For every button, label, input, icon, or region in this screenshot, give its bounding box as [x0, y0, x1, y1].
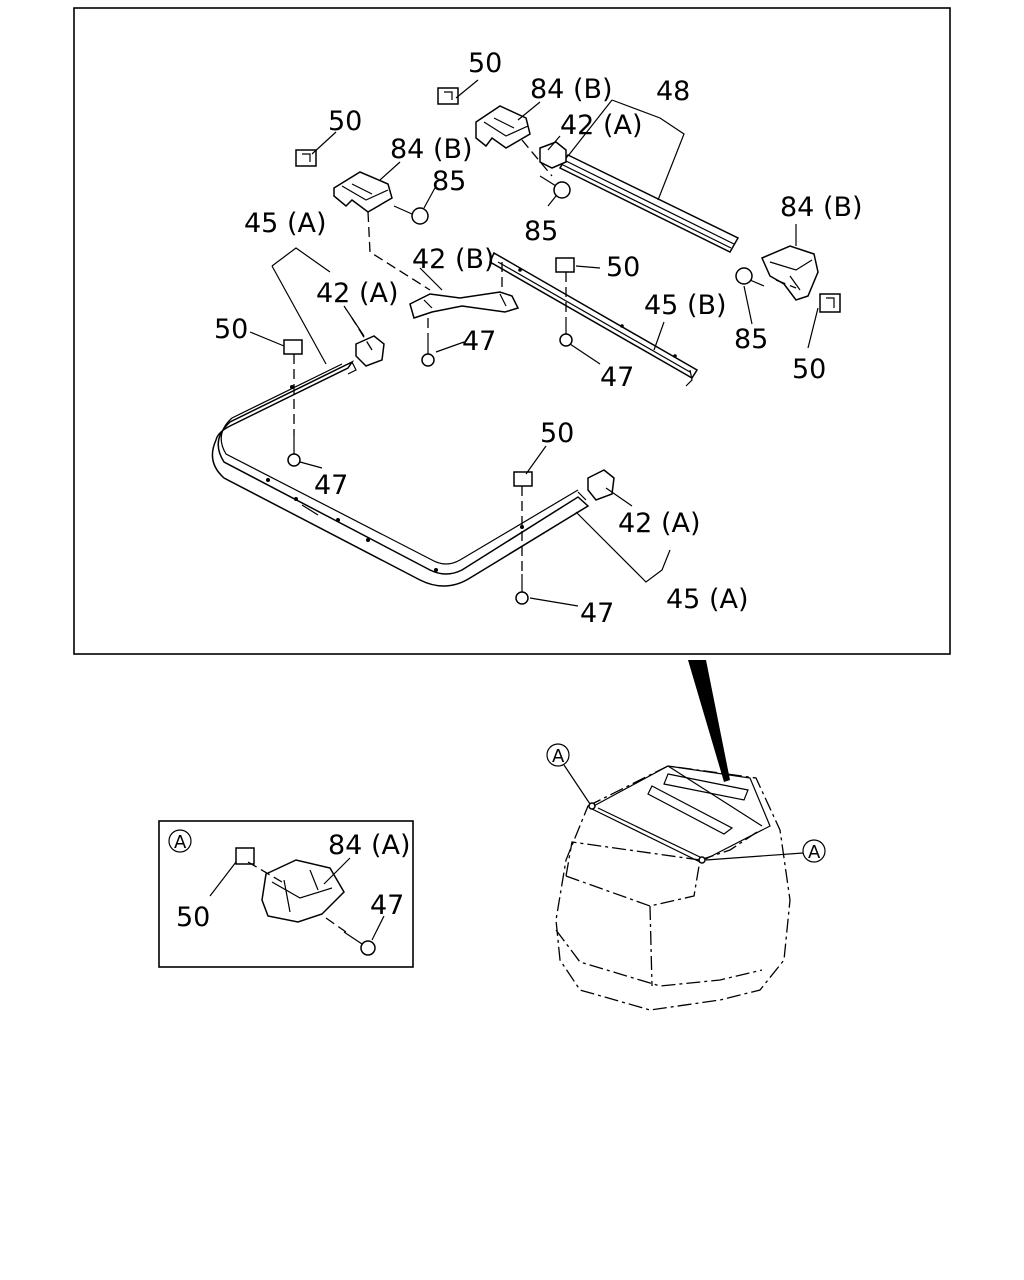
- label-45b: 45 (B): [644, 290, 727, 321]
- vehicle-leader-right: [705, 852, 804, 861]
- label-47: 47: [580, 598, 614, 629]
- label-84b: 84 (B): [530, 74, 613, 105]
- clip-50-rearright: [513, 471, 533, 487]
- label-50: 50: [214, 314, 248, 345]
- bolt-85-right: [735, 267, 765, 287]
- callout-arrow: [688, 660, 730, 782]
- label-84b: 84 (B): [390, 134, 473, 165]
- label-45a: 45 (A): [244, 208, 326, 239]
- label-42a: 42 (A): [618, 508, 700, 539]
- screw-47-d: [515, 574, 529, 605]
- label-47: 47: [314, 470, 348, 501]
- label-47: 47: [600, 362, 634, 393]
- detail-screw-47: [343, 931, 376, 956]
- cap-42a-left: [355, 335, 385, 367]
- clip-50-right: [819, 293, 841, 313]
- label-48: 48: [656, 76, 690, 107]
- clip-50-rearleft: [283, 339, 303, 355]
- vehicle-marker-a-right: [802, 839, 826, 863]
- label-50: 50: [468, 48, 502, 79]
- label-85: 85: [734, 324, 768, 355]
- detail-a-frame: [158, 820, 414, 968]
- clip-50-top: [437, 87, 459, 105]
- vehicle-leader-left: [563, 764, 591, 805]
- bolt-85-mid: [539, 175, 571, 199]
- label-50: 50: [792, 354, 826, 385]
- leader-lines: [249, 79, 819, 607]
- cap-42a-rear: [587, 469, 615, 501]
- label-42a: 42 (A): [316, 278, 398, 309]
- label-85: 85: [524, 216, 558, 247]
- detail-label-50: 50: [176, 902, 210, 933]
- label-50: 50: [328, 106, 362, 137]
- bracket-84b-right: [761, 245, 819, 301]
- label-45a: 45 (A): [666, 584, 748, 615]
- screw-47-c: [287, 436, 301, 467]
- screw-47-b: [559, 318, 573, 347]
- bracket-84b-left: [333, 171, 393, 213]
- label-47: 47: [462, 326, 496, 357]
- cap-42a-top: [539, 141, 567, 169]
- main-frame: [73, 7, 951, 655]
- detail-label-47: 47: [370, 890, 404, 921]
- label-50: 50: [606, 252, 640, 283]
- label-42a: 42 (A): [560, 110, 642, 141]
- detail-leader-47: [371, 915, 385, 941]
- detail-clip-50: [235, 847, 255, 865]
- bracket-84a: [261, 859, 345, 923]
- clip-50-left: [295, 149, 317, 167]
- label-85: 85: [432, 166, 466, 197]
- vehicle-marker-a-right-letter: A: [808, 842, 821, 863]
- detail-a-marker-letter: A: [174, 832, 187, 853]
- screw-47-a: [421, 334, 435, 367]
- bracket-42b: [409, 291, 520, 319]
- detail-a-marker: [168, 829, 192, 853]
- bracket-84b-mid: [475, 105, 531, 149]
- label-84b: 84 (B): [780, 192, 863, 223]
- vehicle-marker-a-left-letter: A: [552, 746, 565, 767]
- clip-50-front: [555, 257, 575, 273]
- vehicle-marker-a-left: [546, 743, 570, 767]
- bar-48: [558, 154, 740, 253]
- detail-assembly-line: [247, 861, 283, 883]
- label-42b: 42 (B): [412, 244, 495, 275]
- detail-leader-50: [209, 861, 237, 897]
- rail-45b: [489, 251, 699, 387]
- detail-leader-84a: [323, 857, 351, 885]
- bolt-85-left: [393, 205, 429, 225]
- detail-label-84a: 84 (A): [328, 830, 410, 861]
- rail-45a: [211, 360, 590, 587]
- label-50: 50: [540, 418, 574, 449]
- vehicle-rear-view: [555, 765, 791, 1011]
- detail-assembly-line-2: [325, 917, 347, 933]
